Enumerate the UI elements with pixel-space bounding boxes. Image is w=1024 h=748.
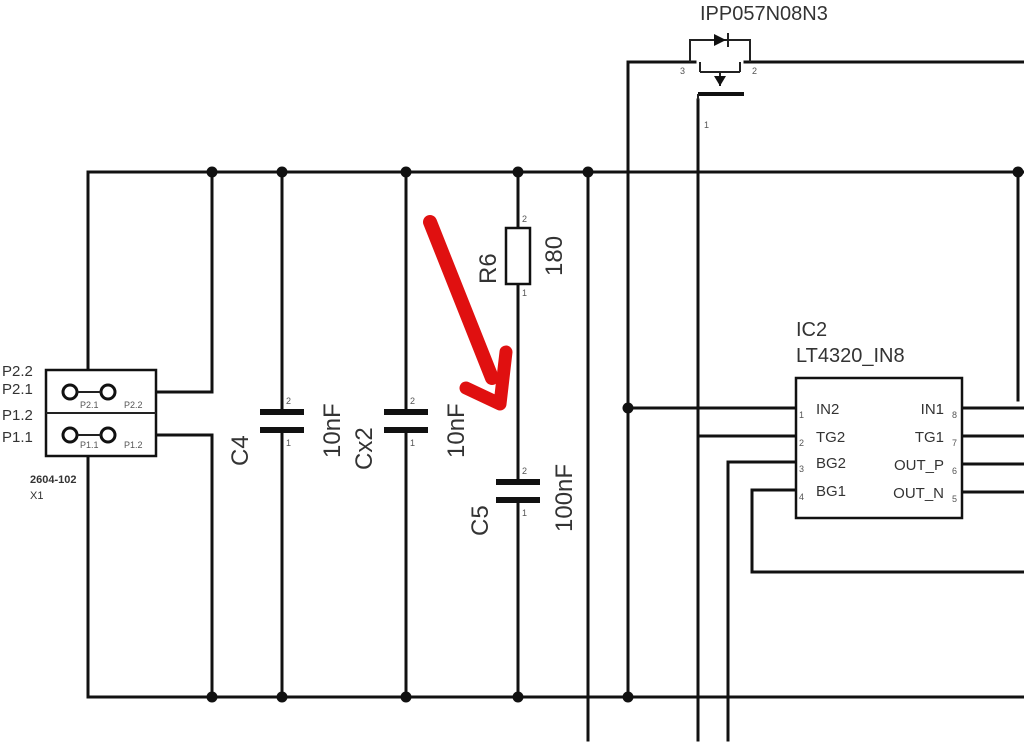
mosfet-arrow-icon bbox=[714, 76, 726, 86]
pin-number: 3 bbox=[680, 66, 685, 76]
pin-number: 2 bbox=[522, 214, 527, 224]
ic2-pin-name: TG2 bbox=[816, 429, 845, 446]
pin-number: 2 bbox=[522, 466, 527, 476]
ic2-bg1-wire bbox=[750, 488, 1024, 574]
ic2-pin-number: 8 bbox=[952, 410, 957, 420]
capacitor-c4: 2 1 C4 10nF bbox=[227, 396, 346, 466]
resistor-r6: 2 1 R6 180 bbox=[475, 214, 568, 298]
connector-p1-wire bbox=[154, 433, 214, 699]
connector-pin-label: P2.1 bbox=[2, 381, 33, 398]
pin-number: 1 bbox=[286, 438, 291, 448]
junction-dot bbox=[276, 166, 288, 178]
junction-dot bbox=[276, 691, 288, 703]
connector-p2-wire bbox=[154, 170, 214, 394]
capacitor-cx2: 2 1 Cx2 10nF bbox=[351, 396, 470, 470]
pin-number: 1 bbox=[410, 438, 415, 448]
junction-dot bbox=[1012, 166, 1024, 178]
resistor-body bbox=[504, 226, 532, 286]
c4-value-label: 10nF bbox=[319, 403, 346, 458]
connector-pin-label: P2.2 bbox=[2, 363, 33, 380]
r6-value-label: 180 bbox=[541, 236, 568, 276]
ic2-pin-name: BG2 bbox=[816, 455, 846, 472]
ic2-bg2-wire bbox=[726, 460, 798, 742]
ic2-pin-name: TG1 bbox=[915, 429, 944, 446]
ic2-pin-number: 7 bbox=[952, 438, 957, 448]
connector-pad-label: P2.2 bbox=[124, 400, 143, 410]
ic2-pin-number: 2 bbox=[799, 438, 804, 448]
junction-dot bbox=[206, 691, 218, 703]
c4-ref-label: C4 bbox=[227, 435, 254, 466]
ic2-body bbox=[794, 376, 964, 520]
pin-number: 2 bbox=[286, 396, 291, 406]
r6-ref-label: R6 bbox=[475, 253, 502, 284]
junction-dot bbox=[400, 166, 412, 178]
ic2-pin-number: 4 bbox=[799, 492, 804, 502]
capacitor-c5: 2 1 C5 100nF bbox=[467, 464, 578, 536]
connector-part-label: 2604-102 bbox=[30, 474, 77, 486]
cx2-ref-label: Cx2 bbox=[351, 427, 378, 470]
connector-x1: P2.2 P2.1 P1.2 P1.1 P2.1 P2.2 P1.1 P1.2 … bbox=[2, 363, 158, 502]
junction-dot bbox=[512, 691, 524, 703]
ic2-pin-number: 6 bbox=[952, 466, 957, 476]
ic2-pin-number: 1 bbox=[799, 410, 804, 420]
connector-pad-label: P1.2 bbox=[124, 440, 143, 450]
pin-number: 1 bbox=[522, 288, 527, 298]
mosfet-body-diode-wire bbox=[689, 39, 751, 62]
junction-dot bbox=[622, 402, 634, 414]
ic2-part-label: LT4320_IN8 bbox=[796, 345, 905, 367]
ic2-pin-number: 3 bbox=[799, 464, 804, 474]
ic2-pin-number: 5 bbox=[952, 494, 957, 504]
ic2-pin-name: BG1 bbox=[816, 483, 846, 500]
ic2-lt4320: IC2 LT4320_IN8 IN2 TG2 BG2 BG1 1 2 3 4 I… bbox=[794, 319, 964, 520]
junction-dot bbox=[582, 166, 594, 178]
ic2-pin-name: IN1 bbox=[921, 401, 944, 418]
c5-value-label: 100nF bbox=[551, 464, 578, 532]
connector-pad-label: P2.1 bbox=[80, 400, 99, 410]
cx2-value-label: 10nF bbox=[443, 403, 470, 458]
wires bbox=[86, 60, 1024, 742]
ic2-pin-name: OUT_P bbox=[894, 457, 944, 474]
connector-pin-label: P1.2 bbox=[2, 407, 33, 424]
junctions bbox=[206, 166, 1024, 703]
ic2-pin-name: IN2 bbox=[816, 401, 839, 418]
junction-dot bbox=[400, 691, 412, 703]
c5-ref-label: C5 bbox=[467, 505, 494, 536]
junction-dot bbox=[206, 166, 218, 178]
red-arrow-icon bbox=[423, 215, 513, 411]
ic2-ref-label: IC2 bbox=[796, 319, 827, 341]
mosfet-part-label: IPP057N08N3 bbox=[700, 3, 828, 25]
connector-pin-label: P1.1 bbox=[2, 429, 33, 446]
pin-number: 2 bbox=[410, 396, 415, 406]
diode-icon bbox=[714, 34, 726, 46]
ic2-pin-name: OUT_N bbox=[893, 485, 944, 502]
mosfet-q: IPP057N08N3 3 2 1 bbox=[680, 3, 828, 130]
arrow-shaft bbox=[423, 215, 499, 385]
arrow-head bbox=[459, 345, 513, 411]
connector-pad-label: P1.1 bbox=[80, 440, 99, 450]
connector-ref-label: X1 bbox=[30, 490, 43, 502]
pin-number: 1 bbox=[704, 120, 709, 130]
junction-dot bbox=[512, 166, 524, 178]
pin-number: 2 bbox=[752, 66, 757, 76]
junction-dot bbox=[622, 691, 634, 703]
pin-number: 1 bbox=[522, 508, 527, 518]
